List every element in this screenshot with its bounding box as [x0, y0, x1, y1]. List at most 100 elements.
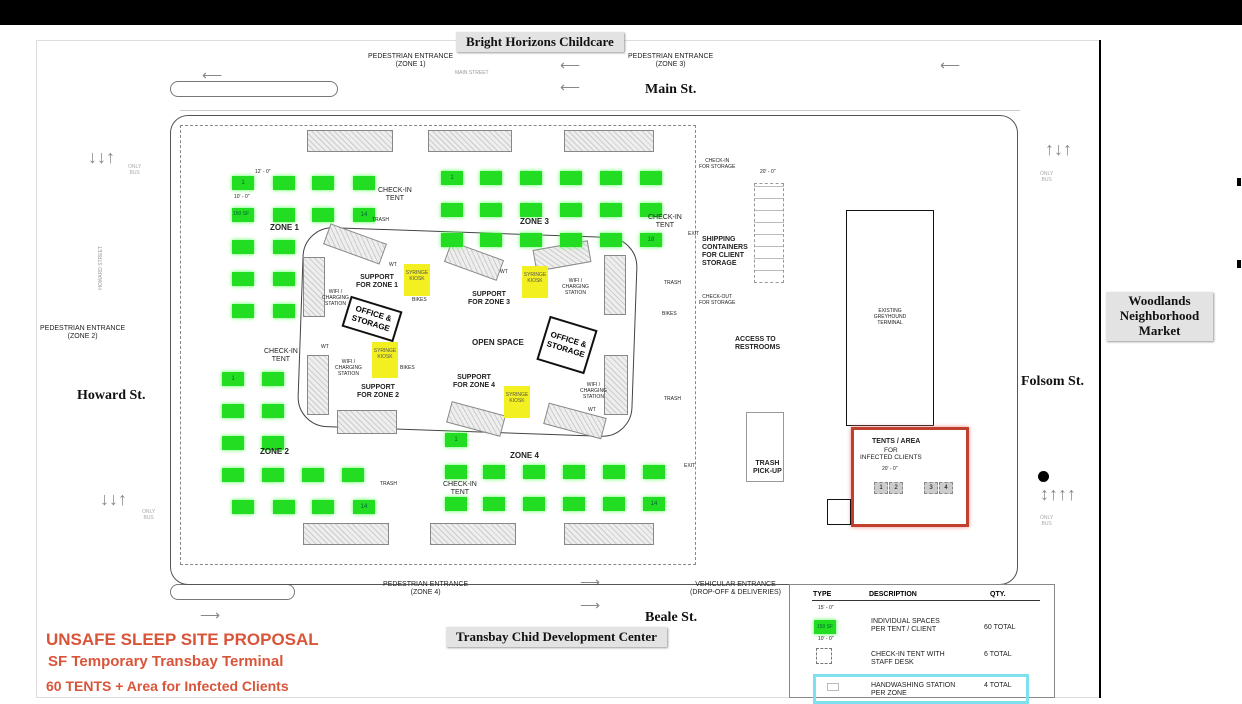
legend-desc-checkin: CHECK-IN TENT WITH STAFF DESK [871, 651, 945, 667]
entrance-vehicular: VEHICULAR ENTRANCE (DROP-OFF & DELIVERIE… [690, 581, 782, 597]
wt-label: WT [389, 262, 397, 268]
client-tent [342, 468, 364, 482]
client-tent [232, 500, 254, 514]
arrows-vertical-icon: ↑↓↑ [1045, 139, 1072, 159]
dimension-label: 20' - 0" [882, 466, 898, 472]
support-zone2: SUPPORT FOR ZONE 2 [357, 384, 400, 400]
legend-checkin-swatch [816, 648, 832, 664]
client-tent [480, 233, 502, 247]
trash-label: TRASH [664, 396, 681, 402]
shipping-containers [754, 183, 784, 283]
label-woodlands-market: Woodlands Neighborhood Market [1106, 292, 1213, 341]
support-zone4: SUPPORT FOR ZONE 4 [453, 374, 496, 390]
client-tent [353, 176, 375, 190]
client-tent [302, 468, 324, 482]
syringe-kiosk: SYRINGE KIOSK [404, 264, 430, 296]
howard-street-small: HOWARD STREET [97, 246, 104, 290]
client-tent [273, 176, 295, 190]
sheet-border-line [1099, 40, 1101, 698]
client-tent [523, 465, 545, 479]
legend-desc-handwash: HANDWASHING STATION PER ZONE [871, 682, 956, 698]
check-out-storage: CHECK-OUT FOR STORAGE [699, 294, 736, 306]
office-label: OFFICE & STORAGE [350, 304, 393, 334]
client-tent [445, 497, 467, 511]
only-bus-label: ONLY BUS [142, 509, 156, 521]
support-zone3: SUPPORT FOR ZONE 3 [468, 291, 511, 307]
bus-stop-marker [1038, 471, 1049, 482]
zone-2-label: ZONE 2 [260, 447, 289, 456]
client-tent [483, 465, 505, 479]
open-space-label: OPEN SPACE [472, 338, 524, 347]
client-tent: 14 [643, 497, 665, 511]
exit-label: EXIT [684, 463, 696, 469]
legend-tent-swatch: 150 SF [814, 620, 836, 634]
arrows-vertical-icon: ↓↓↑ [100, 489, 127, 509]
dimension-12ft-label: 12' - 0" [255, 169, 271, 175]
arrow-right-icon: ⟶ [580, 597, 601, 613]
check-in-tent-label: CHECK-IN TENT [378, 187, 412, 203]
bikes-label: BIKES [412, 297, 427, 303]
north-median [170, 81, 338, 97]
infected-tent: 4 [939, 482, 953, 494]
bikes-label: BIKES [400, 365, 415, 371]
zone-4-label: ZONE 4 [510, 451, 539, 460]
office-label: OFFICE & STORAGE [545, 330, 588, 360]
street-beale: Beale St. [645, 610, 698, 625]
client-tent [560, 203, 582, 217]
shade-structure [430, 523, 516, 545]
arrow-right-icon: ⟶ [580, 574, 601, 590]
infected-tent: 1 [874, 482, 888, 494]
infected-tent: 2 [889, 482, 903, 494]
street-main: Main St. [645, 82, 697, 97]
wt-label: WT [321, 344, 329, 350]
legend-header-rule [812, 600, 1040, 601]
check-in-tent-label: CHECK-IN TENT [648, 214, 682, 230]
client-tent [600, 203, 622, 217]
edge-tick [1237, 260, 1241, 268]
dimension-label: 20' - 0" [760, 169, 776, 175]
syringe-kiosk: SYRINGE KIOSK [504, 386, 530, 418]
label-bright-horizons: Bright Horizons Childcare [456, 32, 624, 52]
client-tent [441, 233, 463, 247]
edge-tick [1237, 178, 1241, 186]
wifi-station: WIFI / CHARGING STATION [580, 382, 607, 400]
dimension-10ft-label: 10' - 0" [234, 194, 250, 200]
exit-label: EXIT [688, 231, 700, 237]
trash-pickup-label: TRASH PICK-UP [753, 460, 782, 476]
client-tent [480, 171, 502, 185]
shade-structure [604, 255, 626, 315]
client-tent [312, 176, 334, 190]
street-folsom: Folsom St. [1021, 374, 1084, 389]
syringe-kiosk: SYRINGE KIOSK [522, 266, 548, 298]
bikes-label: BIKES [662, 311, 677, 317]
kiosk-label: SYRINGE KIOSK [405, 270, 429, 282]
client-tent [520, 233, 542, 247]
legend-header-description: DESCRIPTION [869, 591, 917, 598]
shade-structure [564, 523, 654, 545]
client-tent [312, 208, 334, 222]
shade-structure [428, 130, 512, 152]
arrow-left-icon: ⟵ [560, 79, 581, 95]
proposal-subtitle: SF Temporary Transbay Terminal [48, 653, 284, 670]
client-tent [563, 497, 585, 511]
check-in-storage: CHECK-IN FOR STORAGE [699, 158, 736, 170]
client-tent [232, 208, 254, 222]
trash-pickup-area [746, 412, 784, 482]
shade-structure [303, 257, 325, 317]
tent-area-label: 150 SF [233, 211, 250, 217]
legend-desc-tent: INDIVIDUAL SPACES PER TENT / CLIENT [871, 618, 940, 634]
small-structure [827, 499, 851, 525]
check-in-tent-label: CHECK-IN TENT [264, 348, 298, 364]
trash-label: TRASH [380, 481, 397, 487]
client-tent [523, 497, 545, 511]
client-tent [445, 465, 467, 479]
infected-title: TENTS / AREA [872, 438, 921, 445]
support-zone1: SUPPORT FOR ZONE 1 [356, 274, 399, 290]
south-median [170, 584, 295, 600]
shade-structure [307, 355, 329, 415]
kiosk-label: SYRINGE KIOSK [505, 392, 529, 404]
client-tent [560, 233, 582, 247]
legend-dim: 10' - 0" [818, 636, 834, 642]
shade-structure [564, 130, 654, 152]
check-in-tent-label: CHECK-IN TENT [443, 481, 477, 497]
